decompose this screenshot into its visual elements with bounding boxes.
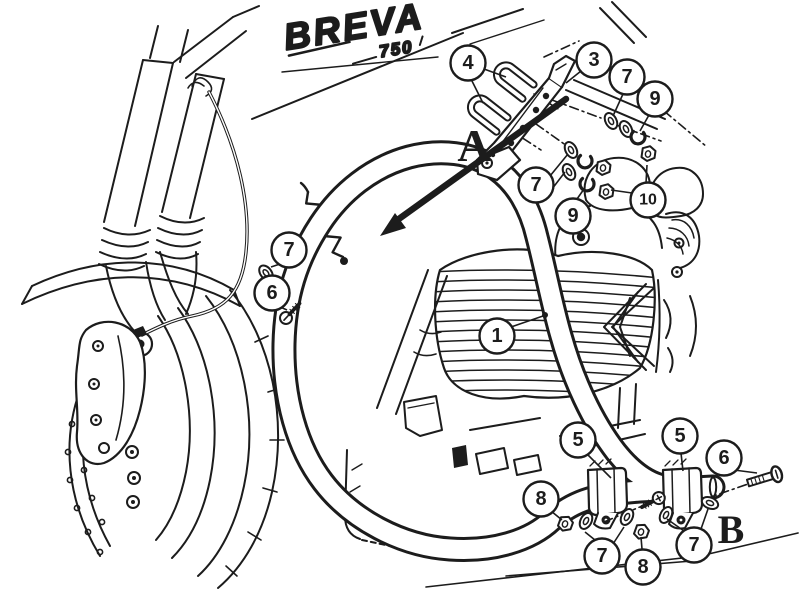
callout-leader [700, 508, 709, 530]
callout-number: 6 [718, 447, 729, 469]
callout-leader [612, 93, 624, 117]
callout-leader [584, 531, 596, 541]
callout-balloon [629, 181, 667, 219]
callout-number: 10 [639, 192, 657, 209]
line-art: BREVA 750 [21, 0, 799, 589]
callout-balloon [554, 197, 592, 235]
callout-leader [576, 188, 585, 200]
callout-leader [612, 526, 625, 545]
callout-balloon [608, 58, 646, 96]
callout-number: 1 [491, 325, 502, 347]
callout-7: 7 [608, 58, 646, 117]
u-bolts [467, 61, 538, 136]
callout-balloon [705, 439, 743, 477]
callout-leader [645, 164, 648, 184]
callout-balloon [575, 41, 613, 79]
callout-balloon [449, 44, 487, 82]
frame-lines-top-left [173, 5, 260, 79]
callout-number: 7 [596, 545, 607, 567]
callout-balloon [253, 274, 291, 312]
brake-hose-fitting [133, 326, 147, 338]
callout-number: 9 [649, 88, 660, 110]
callout-5: 5 [661, 417, 699, 472]
bar-clamps [586, 458, 704, 530]
phillips-screw [640, 491, 666, 509]
callout-1: 1 [478, 312, 548, 355]
pointer-arrow-a [380, 95, 570, 236]
callout-balloon [270, 231, 308, 269]
front-fender [21, 261, 241, 307]
callout-number: 5 [572, 429, 583, 451]
exhaust-pipe [376, 269, 448, 415]
callout-balloon [624, 548, 662, 586]
tap-screw [279, 301, 302, 325]
logo-model-text: 750 [378, 37, 415, 61]
callout-balloon [517, 166, 555, 204]
callout-leader [640, 536, 643, 550]
callout-number: 5 [674, 425, 685, 447]
callout-number: 7 [688, 534, 699, 556]
callout-9: 9 [554, 188, 592, 235]
hex-bolt [745, 465, 784, 488]
callout-number: 7 [530, 174, 541, 196]
callout-8: 8 [624, 536, 662, 586]
callout-9: 9 [636, 80, 674, 132]
callout-number: 4 [462, 52, 474, 74]
callout-balloon [522, 480, 560, 518]
callout-number: 7 [283, 239, 294, 261]
fuel-tank-panel-lines [251, 1, 647, 120]
callout-4: 4 [449, 44, 507, 104]
callout-leader [510, 315, 544, 328]
callout-balloon [661, 417, 699, 455]
callout-6: 6 [705, 439, 758, 477]
callout-7: 7 [583, 526, 625, 575]
callout-6: 6 [253, 274, 291, 312]
callout-5: 5 [559, 421, 612, 479]
callout-leader [549, 153, 569, 177]
callout-number: 9 [567, 205, 578, 227]
callout-balloon [675, 526, 713, 564]
callout-balloon [583, 537, 621, 575]
crash-bar-tube [271, 140, 726, 562]
callout-7: 7 [517, 153, 569, 204]
bar-end-fasteners [255, 261, 302, 325]
callout-leader [483, 68, 507, 78]
hardware-lower [555, 465, 784, 542]
ref-letter-b: B [718, 507, 745, 552]
callout-3: 3 [565, 41, 613, 84]
callout-leader [586, 453, 612, 479]
bar-end-cap [708, 476, 718, 498]
callout-10: 10 [610, 164, 667, 219]
valve-cover-chevrons [603, 279, 661, 373]
ref-letter-layer: AB [457, 120, 744, 552]
callout-leader [470, 78, 484, 104]
callout-leader [565, 70, 582, 84]
front-wheel [155, 289, 285, 589]
callout-7: 7 [666, 508, 713, 564]
callout-leader [666, 518, 685, 532]
callout-leader [680, 452, 684, 472]
brake-caliper [74, 320, 146, 466]
callout-balloon [478, 317, 516, 355]
callout-leader [639, 114, 650, 132]
callout-number: 8 [535, 488, 546, 510]
callout-balloon [636, 80, 674, 118]
front-fork [98, 25, 225, 334]
leader-dot [542, 312, 548, 318]
ref-letter-a: A [457, 120, 490, 171]
callout-leader [610, 189, 633, 194]
brake-hose [133, 81, 249, 338]
callout-number: 8 [637, 556, 648, 578]
callout-number: 7 [621, 66, 632, 88]
callout-7: 7 [270, 231, 308, 269]
callout-number: 3 [588, 49, 599, 71]
callout-balloon [559, 421, 597, 459]
front-brake-assembly [64, 320, 154, 557]
callout-number: 6 [266, 282, 277, 304]
callout-8: 8 [522, 480, 563, 521]
